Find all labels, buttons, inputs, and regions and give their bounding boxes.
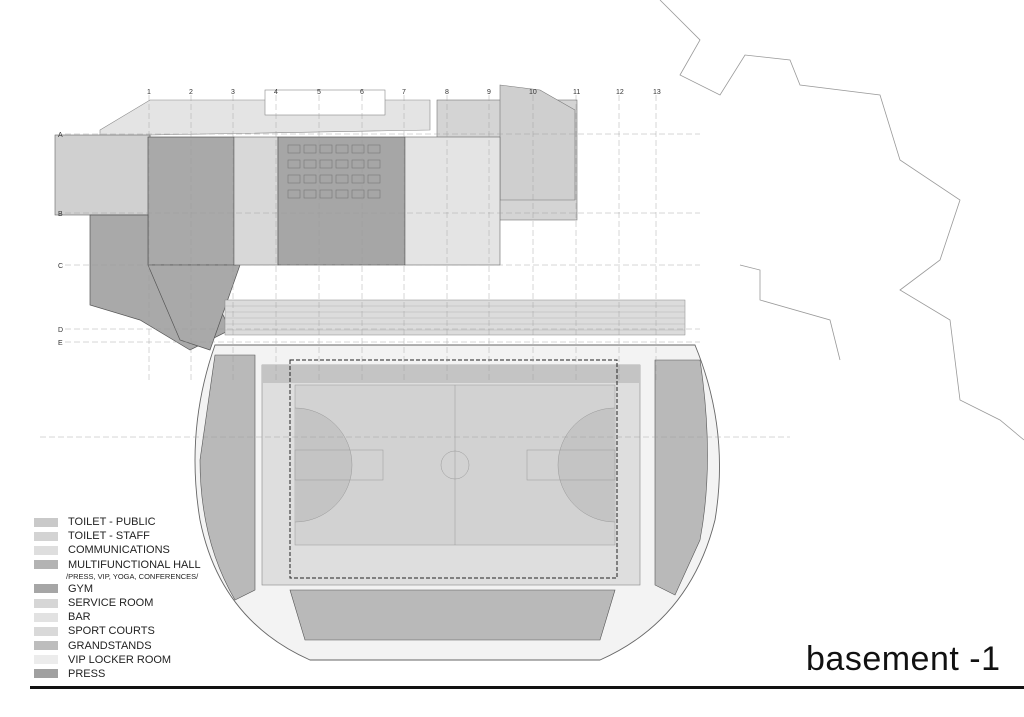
grid-col-label: 3 xyxy=(231,89,235,96)
multifunctional-hall xyxy=(277,136,406,266)
legend-swatch xyxy=(34,545,58,555)
legend-swatch xyxy=(34,626,58,636)
grid-row-label: B xyxy=(58,211,63,218)
legend-item: BAR xyxy=(34,610,201,624)
grid-lines xyxy=(40,95,790,438)
legend-label: PRESS xyxy=(68,667,106,680)
grid-col-label: 6 xyxy=(360,89,364,96)
grandstand-east xyxy=(654,359,708,596)
legend-label: SERVICE ROOM xyxy=(68,597,154,610)
legend-swatch xyxy=(34,655,58,665)
toilet-public-area xyxy=(54,134,151,216)
grid-row-label: E xyxy=(58,340,63,347)
legend-swatch xyxy=(34,560,58,570)
grid-labels: 1 2 3 4 5 6 7 8 9 10 11 12 13 A B C D E xyxy=(58,89,661,347)
legend-swatch xyxy=(34,669,58,679)
grid-col-label: 5 xyxy=(317,89,321,96)
legend-item: TOILET - STAFF xyxy=(34,529,201,543)
title-rule xyxy=(30,686,1024,689)
grandstand-west xyxy=(199,354,256,601)
legend-swatch xyxy=(34,612,58,622)
legend-item: VIP LOCKER ROOM xyxy=(34,653,201,667)
grid-row-label: A xyxy=(58,132,63,139)
legend-label: GRANDSTANDS xyxy=(68,639,152,652)
grid-col-label: 12 xyxy=(616,89,624,96)
site-outline xyxy=(659,0,1024,441)
legend-label: TOILET - STAFF xyxy=(68,530,150,543)
legend-label: VIP LOCKER ROOM xyxy=(68,653,172,666)
legend-swatch xyxy=(34,517,58,527)
legend: TOILET - PUBLIC TOILET - STAFF COMMUNICA… xyxy=(34,515,201,681)
grid-col-label: 13 xyxy=(653,89,661,96)
vip-locker-room xyxy=(404,136,501,266)
grid-col-label: 2 xyxy=(189,89,193,96)
legend-item: SPORT COURTS xyxy=(34,624,201,638)
legend-item: SERVICE ROOM xyxy=(34,596,201,610)
grid-col-label: 8 xyxy=(445,89,449,96)
legend-label: MULTIFUNCTIONAL HALL xyxy=(68,558,201,571)
legend-item: COMMUNICATIONS xyxy=(34,543,201,557)
grid-col-label: 9 xyxy=(487,89,491,96)
legend-swatch xyxy=(34,584,58,594)
legend-item: GRANDSTANDS xyxy=(34,639,201,653)
north-grandstand xyxy=(224,299,686,336)
legend-note: /PRESS, VIP, YOGA, CONFERENCES/ xyxy=(66,571,199,581)
grid-col-label: 1 xyxy=(147,89,151,96)
legend-label: COMMUNICATIONS xyxy=(68,544,170,557)
legend-item: MULTIFUNCTIONAL HALL xyxy=(34,558,201,572)
legend-label: BAR xyxy=(68,611,91,624)
legend-label: GYM xyxy=(68,582,94,595)
drawing-title: basement -1 xyxy=(806,640,1001,678)
legend-item: PRESS xyxy=(34,667,201,681)
grid-col-label: 10 xyxy=(529,89,537,96)
upper-structure xyxy=(99,84,578,226)
grid-row-label: C xyxy=(58,263,63,270)
legend-swatch xyxy=(34,598,58,608)
legend-swatch xyxy=(34,641,58,651)
service-room-area xyxy=(233,136,279,266)
legend-label: TOILET - PUBLIC xyxy=(68,516,156,529)
legend-item: TOILET - PUBLIC xyxy=(34,515,201,529)
grid-col-label: 4 xyxy=(274,89,278,96)
legend-item: GYM xyxy=(34,582,201,596)
sport-court xyxy=(261,359,641,586)
grid-col-label: 7 xyxy=(402,89,406,96)
grid-col-label: 11 xyxy=(573,89,580,96)
grid-row-label: D xyxy=(58,327,63,334)
legend-swatch xyxy=(34,531,58,541)
grandstand-south xyxy=(289,589,616,641)
legend-label: SPORT COURTS xyxy=(68,625,155,638)
